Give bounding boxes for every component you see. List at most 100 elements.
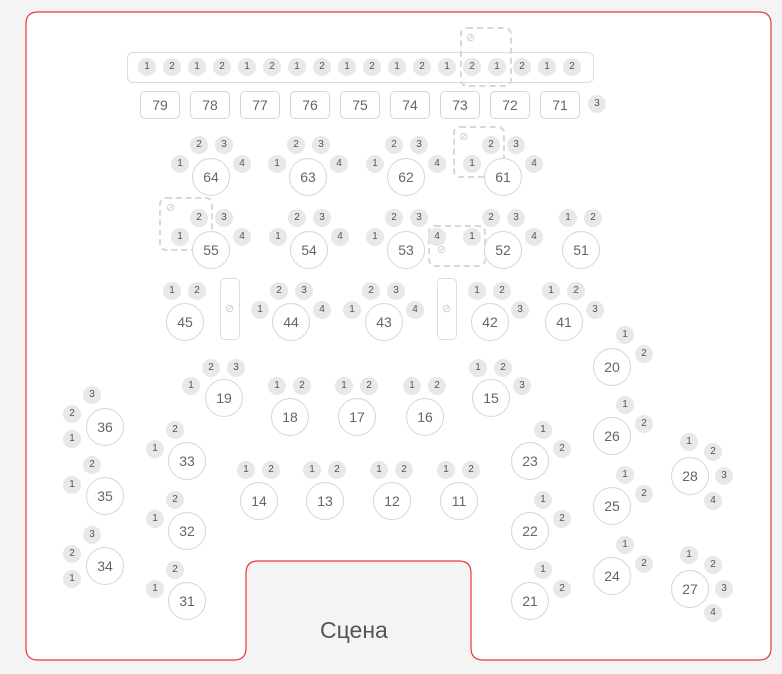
seat[interactable]: 4 [428, 228, 446, 246]
seat[interactable]: 4 [704, 604, 722, 622]
bar-seat[interactable]: 2 [313, 58, 331, 76]
seat[interactable]: 1 [366, 155, 384, 173]
seat[interactable]: 4 [428, 155, 446, 173]
round-table[interactable]: 64 [192, 158, 230, 196]
seat[interactable]: 1 [437, 461, 455, 479]
seat[interactable]: 2 [188, 282, 206, 300]
seat[interactable]: 1 [468, 282, 486, 300]
bar-seat[interactable]: 1 [488, 58, 506, 76]
seat[interactable]: 1 [237, 461, 255, 479]
seat[interactable]: 1 [680, 546, 698, 564]
bar-seat[interactable]: 1 [188, 58, 206, 76]
seat[interactable]: 2 [567, 282, 585, 300]
round-table[interactable]: 55 [192, 231, 230, 269]
seat[interactable]: 2 [63, 405, 81, 423]
seat[interactable]: 1 [534, 561, 552, 579]
round-table[interactable]: 53 [387, 231, 425, 269]
seat[interactable]: 2 [166, 491, 184, 509]
round-table[interactable]: 63 [289, 158, 327, 196]
bar-seat[interactable]: 2 [213, 58, 231, 76]
seat[interactable]: 1 [680, 433, 698, 451]
seat[interactable]: 2 [584, 209, 602, 227]
seat[interactable]: 1 [171, 228, 189, 246]
seat[interactable]: 3 [83, 386, 101, 404]
seat[interactable]: 2 [360, 377, 378, 395]
seat[interactable]: 2 [166, 421, 184, 439]
seat[interactable]: 1 [366, 228, 384, 246]
seat[interactable]: 2 [190, 136, 208, 154]
round-table[interactable]: 31 [168, 582, 206, 620]
round-table[interactable]: 61 [484, 158, 522, 196]
round-table[interactable]: 41 [545, 303, 583, 341]
seat[interactable]: 2 [166, 561, 184, 579]
round-table[interactable]: 11 [440, 482, 478, 520]
seat[interactable]: 4 [233, 155, 251, 173]
seat[interactable]: 3 [410, 136, 428, 154]
seat[interactable]: 2 [482, 136, 500, 154]
bar-seat[interactable]: 1 [138, 58, 156, 76]
seat[interactable]: 2 [202, 359, 220, 377]
round-table[interactable]: 13 [306, 482, 344, 520]
seat[interactable]: 1 [268, 377, 286, 395]
round-table[interactable]: 14 [240, 482, 278, 520]
bar-seat[interactable]: 2 [163, 58, 181, 76]
seat[interactable]: 1 [146, 510, 164, 528]
seat[interactable]: 3 [507, 209, 525, 227]
round-table[interactable]: 43 [365, 303, 403, 341]
seat[interactable]: 3 [312, 136, 330, 154]
round-table[interactable]: 17 [338, 398, 376, 436]
seat[interactable]: 1 [534, 421, 552, 439]
seat[interactable]: 1 [616, 396, 634, 414]
round-table[interactable]: 35 [86, 477, 124, 515]
round-table[interactable]: 54 [290, 231, 328, 269]
round-table[interactable]: 51 [562, 231, 600, 269]
rect-table[interactable]: 74 [390, 91, 430, 119]
round-table[interactable]: 16 [406, 398, 444, 436]
bar-seat[interactable]: 2 [263, 58, 281, 76]
round-table[interactable]: 45 [166, 303, 204, 341]
seat[interactable]: 2 [83, 456, 101, 474]
seat[interactable]: 2 [362, 282, 380, 300]
seat[interactable]: 3 [410, 209, 428, 227]
round-table[interactable]: 20 [593, 348, 631, 386]
seat[interactable]: 2 [553, 510, 571, 528]
seat[interactable]: 2 [635, 345, 653, 363]
seat[interactable]: 2 [553, 580, 571, 598]
seat[interactable]: 4 [331, 228, 349, 246]
seat[interactable]: 4 [233, 228, 251, 246]
seat[interactable]: 2 [190, 209, 208, 227]
rect-table[interactable]: 71 [540, 91, 580, 119]
round-table[interactable]: 34 [86, 547, 124, 585]
seat[interactable]: 2 [704, 443, 722, 461]
round-table[interactable]: 15 [472, 379, 510, 417]
bar-seat[interactable]: 1 [388, 58, 406, 76]
seat[interactable]: 2 [635, 415, 653, 433]
rect-table[interactable]: 77 [240, 91, 280, 119]
seat[interactable]: 2 [395, 461, 413, 479]
seat[interactable]: 2 [635, 485, 653, 503]
round-table[interactable]: 22 [511, 512, 549, 550]
seat[interactable]: 1 [463, 228, 481, 246]
round-table[interactable]: 27 [671, 570, 709, 608]
seat[interactable]: 3 [83, 526, 101, 544]
seat[interactable]: 2 [482, 209, 500, 227]
seat[interactable]: 2 [385, 209, 403, 227]
seat[interactable]: 1 [463, 155, 481, 173]
round-table[interactable]: 25 [593, 487, 631, 525]
seat[interactable]: 2 [288, 209, 306, 227]
round-table[interactable]: 23 [511, 442, 549, 480]
round-table[interactable]: 52 [484, 231, 522, 269]
seat[interactable]: 4 [330, 155, 348, 173]
seat[interactable]: 3 [313, 209, 331, 227]
seat[interactable]: 3 [513, 377, 531, 395]
rect-table[interactable]: 78 [190, 91, 230, 119]
round-table[interactable]: 19 [205, 379, 243, 417]
seat[interactable]: 1 [343, 301, 361, 319]
seat[interactable]: 1 [269, 228, 287, 246]
round-table[interactable]: 21 [511, 582, 549, 620]
seat[interactable]: 1 [403, 377, 421, 395]
seat[interactable]: 1 [63, 430, 81, 448]
seat[interactable]: 2 [270, 282, 288, 300]
seat[interactable]: 2 [428, 377, 446, 395]
round-table[interactable]: 28 [671, 457, 709, 495]
